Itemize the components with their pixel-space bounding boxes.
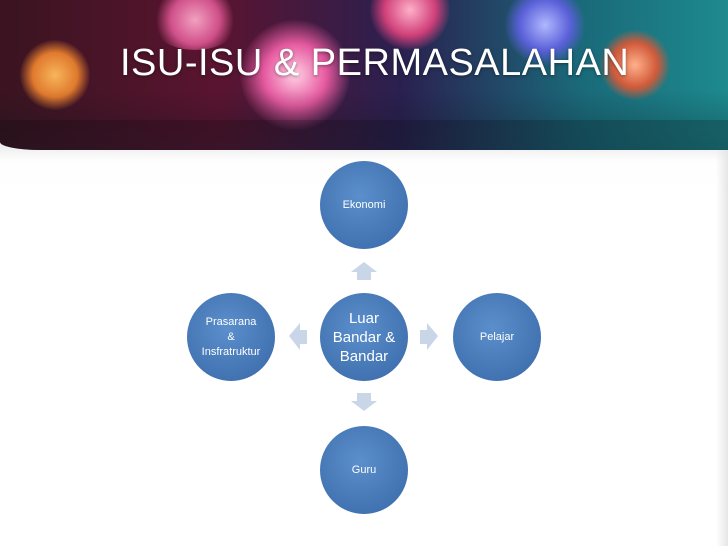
arrow-up xyxy=(351,262,377,280)
arrow-down xyxy=(351,393,377,411)
flower-decoration xyxy=(600,30,670,100)
banner-shadow xyxy=(0,120,728,160)
arrow-right xyxy=(420,323,438,350)
node-top xyxy=(320,161,408,249)
header-banner: ISU-ISU & PERMASALAHAN xyxy=(0,0,728,150)
flower-decoration xyxy=(505,0,585,65)
slide-title: ISU-ISU & PERMASALAHAN xyxy=(120,42,630,84)
node-bottom xyxy=(320,426,408,514)
node-right xyxy=(453,293,541,381)
arrow-left xyxy=(289,323,307,350)
flower-decoration xyxy=(150,0,240,50)
right-edge-shade xyxy=(716,150,728,546)
node-center xyxy=(320,293,408,381)
node-left xyxy=(187,293,275,381)
